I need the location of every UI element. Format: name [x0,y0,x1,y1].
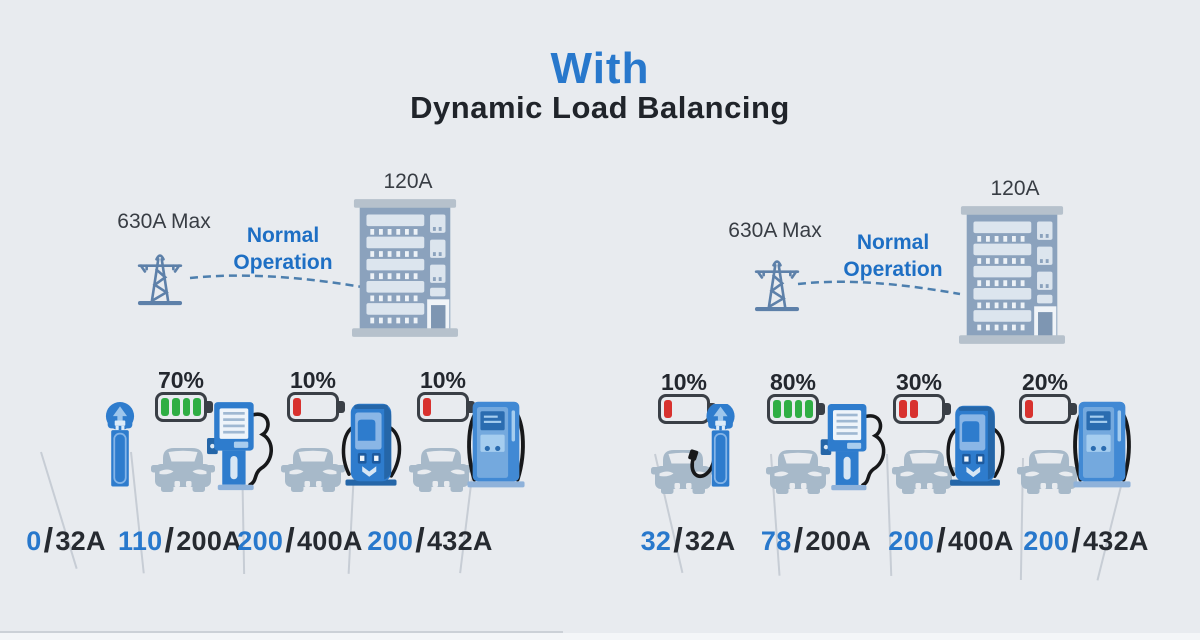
car-icon [151,448,215,492]
amps-used: 200 [367,526,414,556]
amps-separator: / [285,522,295,560]
car-icon [281,448,345,492]
normal-operation-label: Normal Operation [233,224,333,274]
battery-bars [773,400,813,418]
dc-cabinet-charger-icon [465,400,527,490]
amps-capacity: 200A [805,526,872,556]
battery-terminal [469,401,475,413]
battery-bars [1025,400,1065,418]
amps-capacity: 432A [426,526,493,556]
amps-capacity: 32A [684,526,736,556]
amps-label: 110/200A [115,522,245,561]
dc-fast-charger-icon [946,404,1005,488]
amps-separator: / [43,522,54,560]
battery-percent-label: 30% [895,369,943,395]
bottom-strip [0,633,1200,640]
amps-label: 32/32A [623,522,753,561]
battery-bars [899,400,939,418]
battery-indicator [155,392,213,422]
amps-separator: / [164,522,175,560]
amps-label: 200/400A [886,522,1016,561]
bollard-charger-connected-icon [686,404,742,492]
amps-label: 200/432A [1021,522,1151,561]
amps-separator: / [936,522,946,560]
battery-bars [423,398,463,416]
battery-bars [161,398,201,416]
transmission-tower-icon [136,254,184,307]
amps-used: 110 [118,526,163,556]
amps-used: 200 [1023,526,1070,556]
battery-indicator [287,392,345,422]
battery-indicator [893,394,951,424]
battery-indicator [767,394,825,424]
battery-bars [664,400,704,418]
amps-label: 200/432A [365,522,495,561]
battery-terminal [207,401,213,413]
amps-separator: / [415,522,425,560]
grid-connection-dashed-line [797,280,961,296]
amps-used: 200 [237,526,284,556]
amps-separator: / [1071,522,1081,560]
building-capacity-label: 120A [990,177,1040,200]
amps-used: 78 [760,526,792,556]
amps-capacity: 400A [947,526,1014,556]
grid-max-label: 630A Max [728,219,822,242]
battery-percent-label: 80% [769,369,817,395]
amps-capacity: 200A [176,526,242,556]
amps-capacity: 32A [55,526,106,556]
amps-separator: / [673,522,683,560]
amps-used: 32 [640,526,672,556]
battery-percent-label: 70% [157,367,205,393]
building-icon [959,206,1065,344]
ac-station-charger-icon [820,404,886,492]
battery-terminal [339,401,345,413]
amps-separator: / [793,522,804,560]
amps-label: 200/400A [235,522,365,561]
amps-label: 78/200A [751,522,881,561]
ac-station-charger-icon [207,402,274,492]
dc-fast-charger-icon [341,402,402,488]
battery-percent-label: 10% [419,367,467,393]
page-title: Dynamic Load Balancing [410,90,790,125]
bollard-charger-icon [105,402,135,488]
building-capacity-label: 120A [383,170,433,193]
battery-bars [293,398,333,416]
grid-max-label: 630A Max [117,210,211,233]
battery-indicator [417,392,475,422]
battery-terminal [1071,403,1077,415]
battery-percent-label: 10% [660,369,708,395]
battery-percent-label: 10% [289,367,337,393]
dc-cabinet-charger-icon [1071,400,1133,490]
building-icon [352,199,458,337]
battery-percent-label: 20% [1021,369,1069,395]
battery-terminal [819,403,825,415]
amps-capacity: 400A [296,526,363,556]
grid-connection-dashed-line [189,274,363,289]
battery-indicator [1019,394,1077,424]
amps-capacity: 432A [1082,526,1149,556]
normal-operation-label: Normal Operation [843,231,943,281]
title-emphasis: With [550,44,650,93]
battery-terminal [945,403,951,415]
bottom-edge-line [0,631,563,633]
amps-label: 0/32A [1,522,131,561]
amps-used: 0 [26,526,42,556]
amps-used: 200 [888,526,935,556]
